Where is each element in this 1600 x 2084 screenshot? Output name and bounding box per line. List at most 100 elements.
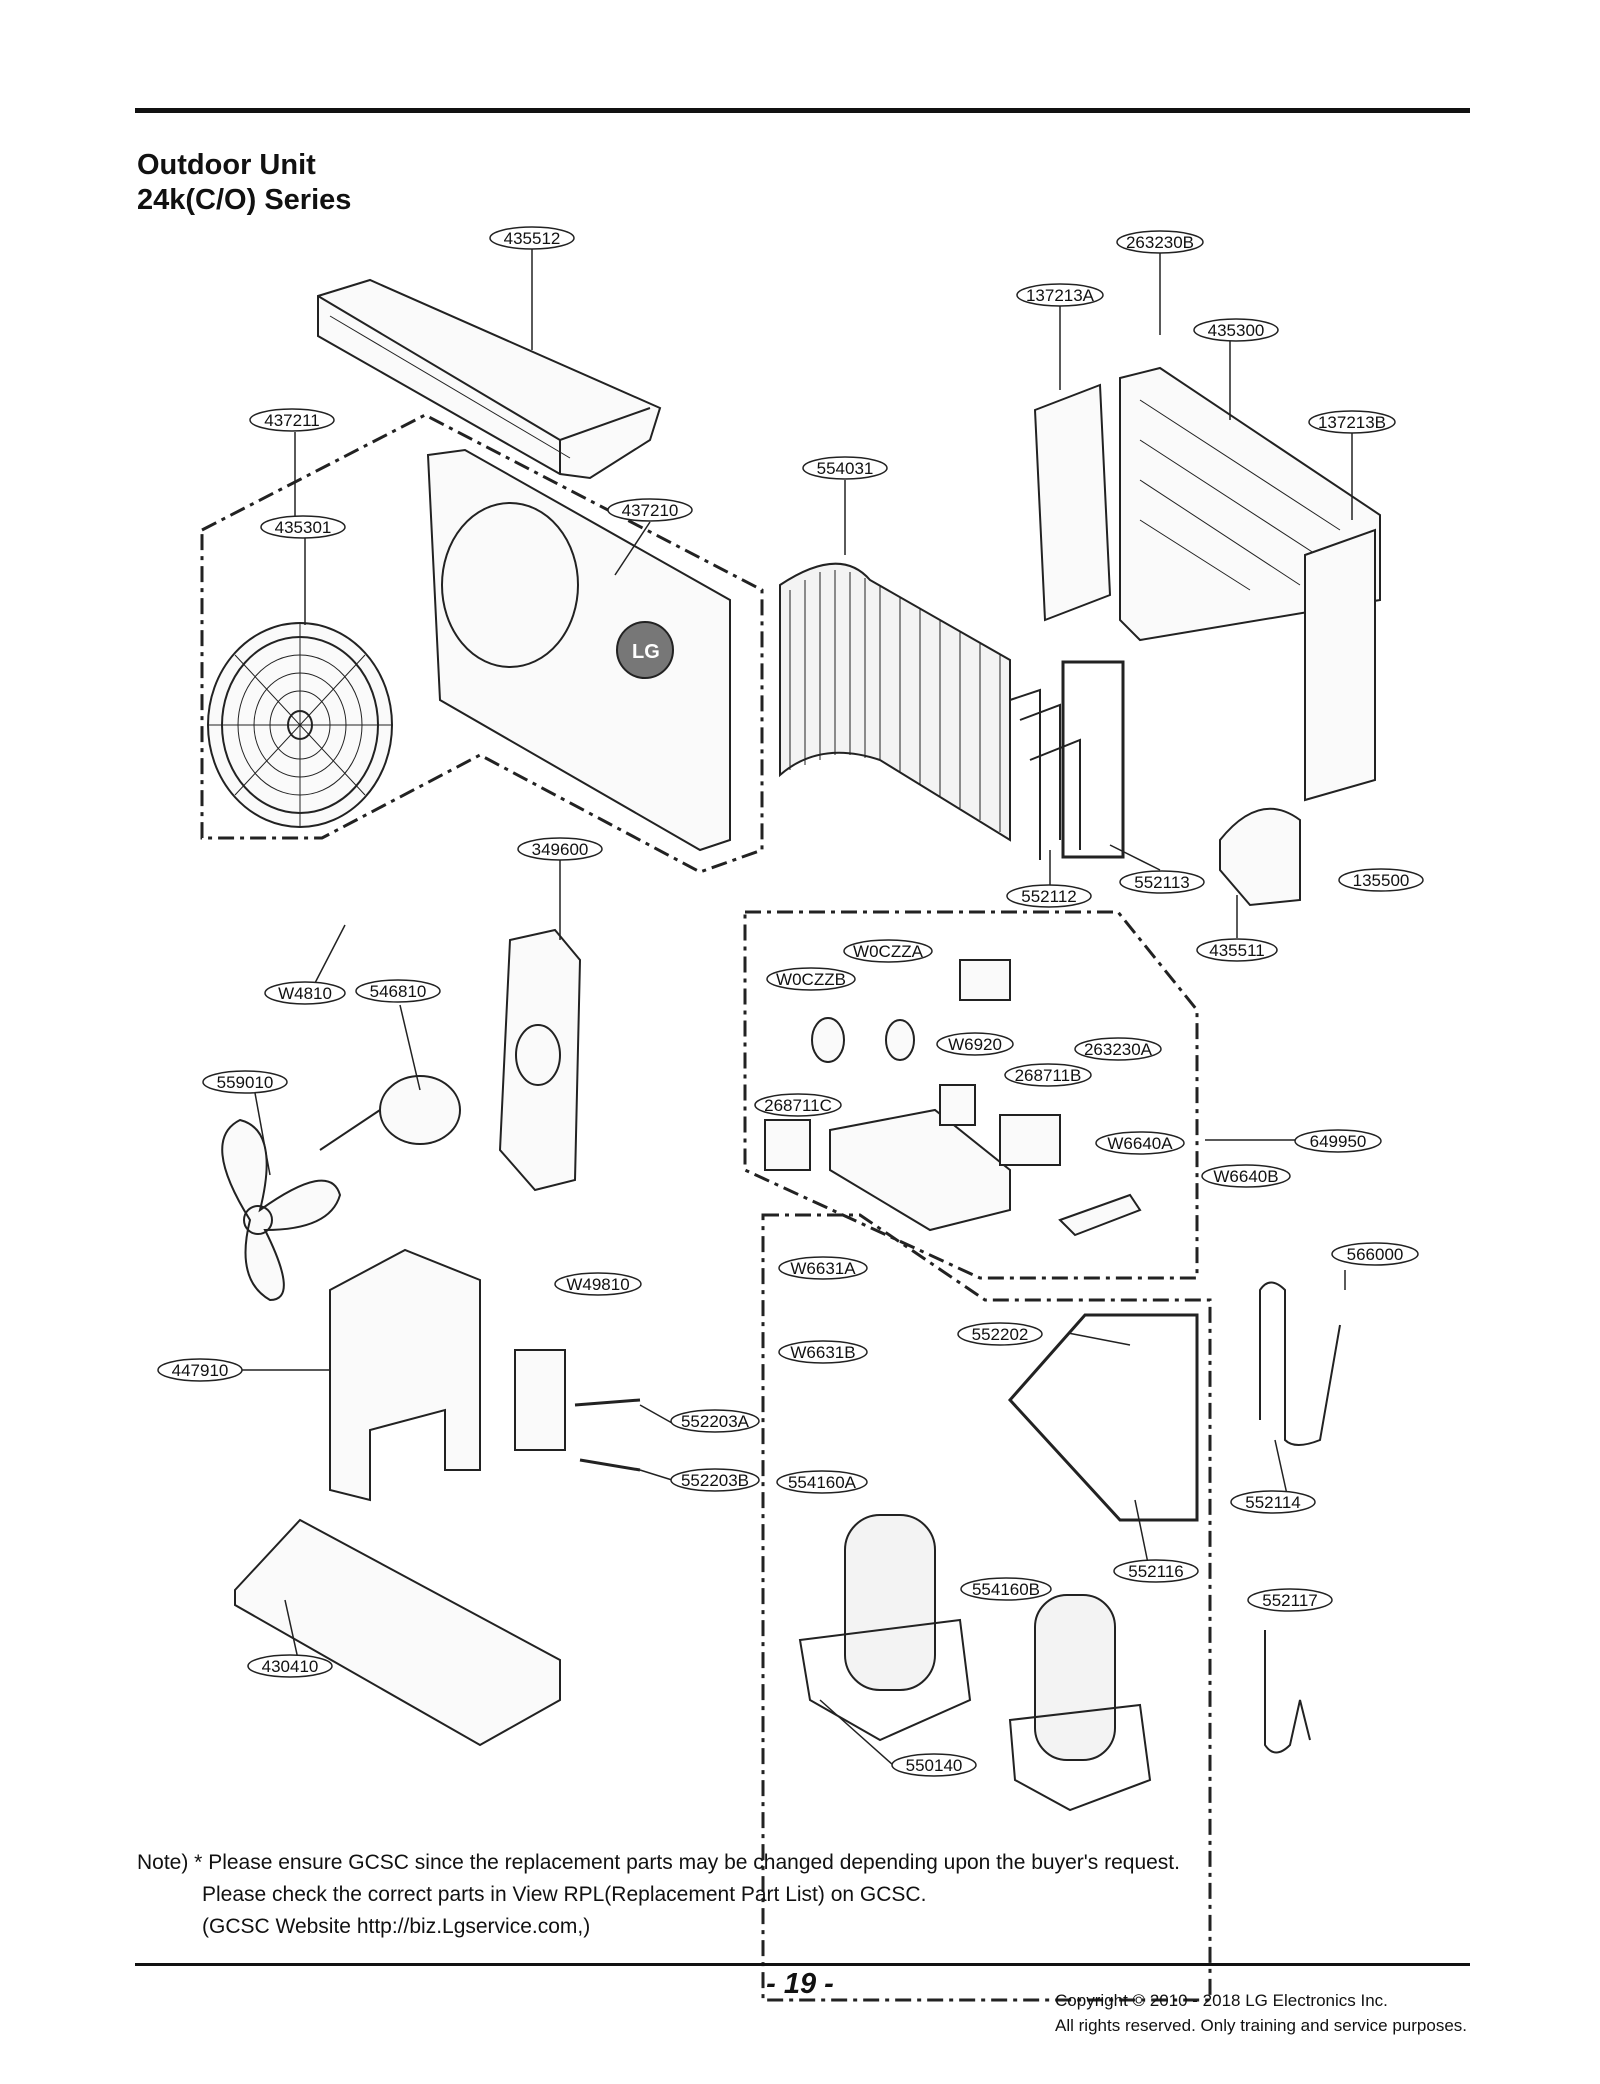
callout-W6640B: W6640B — [1201, 1164, 1291, 1188]
partition-plate — [329, 1248, 481, 1502]
note-line-2: Please check the correct parts in View R… — [202, 1883, 927, 1906]
top-rule — [135, 108, 1470, 113]
top-cover — [317, 278, 662, 480]
callout-447910: 447910 — [157, 1358, 243, 1382]
svg-text:W6640B: W6640B — [1213, 1167, 1278, 1186]
callout-552117: 552117 — [1247, 1588, 1333, 1612]
page-number: - 19 - — [766, 1968, 834, 2000]
callout-W6920: W6920 — [936, 1032, 1014, 1056]
callout-566000: 566000 — [1331, 1242, 1419, 1266]
callout-649950: 649950 — [1294, 1129, 1382, 1153]
callout-268711B: 268711B — [1004, 1063, 1092, 1087]
callout-554160B: 554160B — [960, 1577, 1052, 1601]
callout-552114: 552114 — [1230, 1490, 1316, 1514]
svg-text:552203A: 552203A — [681, 1412, 750, 1431]
svg-text:552114: 552114 — [1245, 1493, 1300, 1512]
callout-435511: 435511 — [1196, 938, 1278, 962]
callout-430410: 430410 — [247, 1654, 333, 1678]
callout-552203B: 552203B — [670, 1468, 760, 1492]
callout-552116: 552116 — [1113, 1559, 1199, 1583]
motor-bracket — [498, 928, 582, 1192]
propeller-fan — [221, 1118, 342, 1302]
callout-546810: 546810 — [355, 979, 441, 1003]
svg-text:263230A: 263230A — [1084, 1040, 1153, 1059]
title-line-1: Outdoor Unit — [137, 149, 316, 181]
callout-554160A: 554160A — [776, 1470, 868, 1494]
svg-text:552202: 552202 — [972, 1325, 1029, 1344]
callout-W4810: W4810 — [264, 981, 346, 1005]
callout-W6640A: W6640A — [1095, 1131, 1185, 1155]
leader-lines — [212, 248, 1353, 1766]
svg-text:552113: 552113 — [1134, 873, 1189, 892]
callout-137213B: 137213B — [1308, 410, 1396, 434]
svg-text:435512: 435512 — [504, 229, 561, 248]
copyright-block: Copyright © 2010 - 2018 LG Electronics I… — [1055, 1988, 1467, 2038]
callout-435301: 435301 — [260, 515, 346, 539]
svg-text:437211: 437211 — [264, 411, 319, 430]
svg-text:137213B: 137213B — [1318, 413, 1386, 432]
svg-text:W4810: W4810 — [278, 984, 332, 1003]
svg-text:554160B: 554160B — [972, 1580, 1040, 1599]
svg-text:554160A: 554160A — [788, 1473, 857, 1492]
svg-text:W6920: W6920 — [948, 1035, 1002, 1054]
callout-W6631A: W6631A — [778, 1256, 868, 1280]
svg-text:435301: 435301 — [275, 518, 332, 537]
front-panel: LG — [426, 448, 731, 852]
callout-435300: 435300 — [1193, 318, 1279, 342]
svg-text:W6640A: W6640A — [1107, 1134, 1173, 1153]
callout-268711C: 268711C — [754, 1093, 842, 1117]
lg-logo-text: LG — [632, 641, 660, 663]
cable-cover — [1219, 807, 1301, 907]
svg-text:W0CZZA: W0CZZA — [853, 942, 924, 961]
fan-grille — [207, 622, 393, 828]
svg-text:137213A: 137213A — [1026, 286, 1095, 305]
side-panel-frame — [1033, 366, 1381, 802]
svg-text:W6631A: W6631A — [790, 1259, 856, 1278]
fan-motor — [319, 1075, 461, 1151]
callout-552203A: 552203A — [670, 1409, 760, 1433]
callout-559010: 559010 — [202, 1070, 288, 1094]
pipe-group-boundary — [1061, 660, 1125, 859]
service-valves — [514, 1349, 641, 1472]
note-line-3: (GCSC Website http://biz.Lgservice.com,) — [202, 1915, 591, 1938]
svg-text:268711B: 268711B — [1015, 1066, 1082, 1085]
compressor-b — [1008, 1594, 1152, 1812]
callout-137213A: 137213A — [1016, 283, 1104, 307]
compressor-a — [798, 1514, 972, 1742]
four-way-valve-group-boundary — [1007, 1313, 1199, 1522]
front-panel-group-boundary — [200, 413, 764, 874]
svg-text:546810: 546810 — [370, 982, 427, 1001]
page-title: Outdoor Unit 24k(C/O) Series — [137, 148, 351, 218]
svg-text:W49810: W49810 — [566, 1275, 629, 1294]
svg-text:W0CZZB: W0CZZB — [776, 970, 846, 989]
svg-text:447910: 447910 — [172, 1361, 229, 1380]
svg-text:349600: 349600 — [532, 840, 589, 859]
base-pan — [234, 1518, 561, 1747]
callout-263230A: 263230A — [1074, 1037, 1162, 1061]
callout-135500: 135500 — [1338, 868, 1424, 892]
callout-550140: 550140 — [891, 1753, 977, 1777]
svg-text:566000: 566000 — [1347, 1245, 1404, 1264]
callout-552112: 552112 — [1006, 884, 1092, 908]
svg-text:W6631B: W6631B — [790, 1343, 855, 1362]
callout-W0CZZB: W0CZZB — [766, 967, 856, 991]
svg-text:550140: 550140 — [906, 1756, 963, 1775]
svg-text:135500: 135500 — [1353, 871, 1410, 890]
control-box — [764, 959, 1142, 1237]
note-block: Note) * Please ensure GCSC since the rep… — [137, 1847, 1180, 1943]
svg-text:263230B: 263230B — [1126, 233, 1194, 252]
svg-text:559010: 559010 — [217, 1073, 274, 1092]
copyright-line-2: All rights reserved. Only training and s… — [1055, 2016, 1467, 2035]
svg-text:437210: 437210 — [622, 501, 679, 520]
capillary-pipe — [1264, 1630, 1311, 1754]
title-line-2: 24k(C/O) Series — [137, 184, 352, 216]
callout-263230B: 263230B — [1116, 230, 1204, 254]
callout-435512: 435512 — [489, 226, 575, 250]
bottom-rule — [135, 1963, 1470, 1966]
callout-437210: 437210 — [607, 498, 693, 522]
callout-554031: 554031 — [802, 456, 888, 480]
callout-W49810: W49810 — [554, 1272, 642, 1296]
svg-text:552116: 552116 — [1128, 1562, 1183, 1581]
callout-W6631B: W6631B — [778, 1340, 868, 1364]
